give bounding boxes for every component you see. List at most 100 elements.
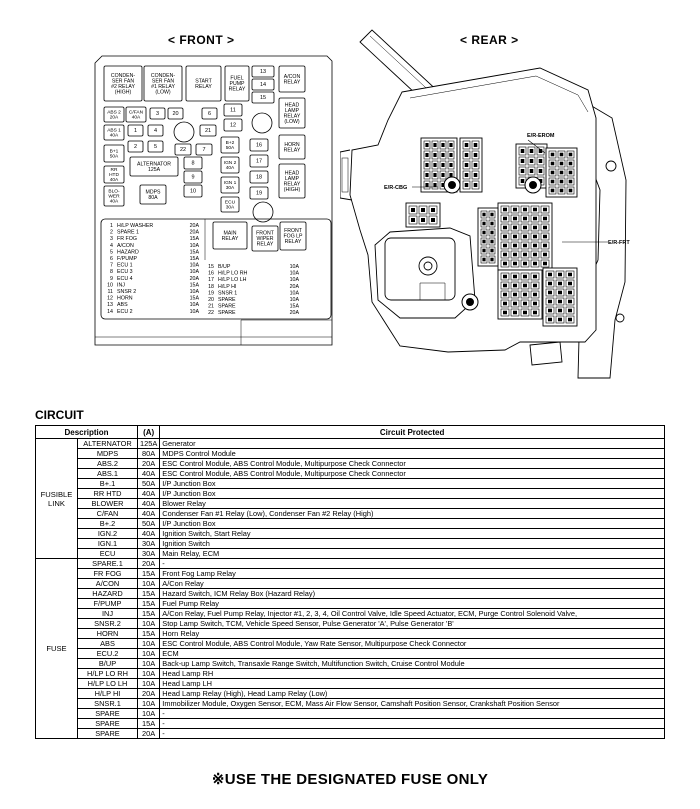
relay-horn-label: RELAY [284,147,301,153]
fuse-amperage: 15A [136,628,161,639]
fuse-description: ECU [77,548,138,559]
link-ign1-label: 30A [226,185,235,191]
link-mdps-label: MDPS [146,189,162,195]
fuse-amperage: 10A [136,618,161,629]
circuit-protected: Fuel Pump Relay [159,598,665,609]
fuse-slot-20-label: 20 [172,111,178,117]
fuse-amperage: 20A [136,728,161,739]
fuse-name: H/LP WASHER [117,223,153,229]
fuse-amperage: 10A [136,578,161,589]
relay-condenser-fan-1: CONDEN-SER FAN#1 RELAY(LOW) [143,65,183,102]
link-abs1-label: ABS 1 [107,127,121,133]
circuit-protected: Head Lamp Relay (High), Head Lamp Relay … [159,688,665,699]
fuse-slot-3: 3 [149,107,166,120]
relay-condenser-fan-2-label: CONDEN- [111,73,135,79]
fuse-description: ALTERNATOR [77,438,138,449]
fuse-slot-22: 22 [174,143,192,156]
fuse-description: MDPS [77,448,138,459]
fuse-amperage: 15A [136,608,161,619]
circuit-protected: ESC Control Module, ABS Control Module, … [159,458,665,469]
fuse-slot-12-label: 12 [230,123,236,129]
fuse-slot-14-label: 14 [260,82,266,88]
fuse-amperage: 50A [136,478,161,489]
fuse-amperage: 40A [136,488,161,499]
label-efrt: E/R-FRT [608,240,630,246]
link-b1-label: B+1 [110,148,119,154]
fuse-amperage: 15A [136,568,161,579]
fuse-amperage: 40A [136,498,161,509]
fuse-slot-17-label: 17 [256,159,262,165]
fuse-slot-6: 6 [201,107,218,120]
fuse-slot-7: 7 [195,143,213,156]
link-rr-htd-label: HTD [109,172,119,178]
fuse-description: C/FAN [77,508,138,519]
fuse-slot-3-label: 3 [156,111,159,117]
fuse-amperage: 10A [136,668,161,679]
link-b2-label: 50A [226,145,235,151]
circuit-protected: Main Relay, ECM [159,548,665,559]
fuse-description: SPARE.1 [77,558,138,569]
fuse-amperage: 40A [136,508,161,519]
group-name-line: FUSE [46,644,67,653]
fuse-name: SPARE 1 [117,230,139,236]
bolt-hole [251,112,273,134]
circuit-table: Description (A) Circuit Protected FUSIBL… [35,425,665,739]
fuse-slot-8: 8 [183,156,203,170]
link-blower-label: BLO- [108,188,120,194]
rear-fuse-box-drawing: E/R-EROM E/R-CBG E/R-FRT [340,29,630,379]
fuse-amp: 10A [190,243,200,249]
fuse-description: HAZARD [77,588,138,599]
link-rr-htd-label: 40A [110,177,119,183]
fuse-slot-11: 11 [223,103,243,117]
front-box-outline [94,55,333,346]
relay-condenser-fan-2-label: #2 RELAY [111,84,135,90]
fuse-amp: 10A [190,309,200,315]
fuse-slot-22-label: 22 [180,147,186,153]
relay-front-fog-label: RELAY [285,239,302,245]
group-name-line: FUSIBLE [40,489,73,499]
fuse-slot-7-label: 7 [202,147,205,153]
relay-condenser-fan-2-label: SER FAN [112,78,134,84]
fuse-amp: 10A [290,271,300,277]
fuse-description: ECU.2 [77,648,138,659]
fuse-slot-2-label: 2 [134,144,137,150]
circuit-protected: Front Fog Lamp Relay [159,568,665,579]
fuse-name: SPARE [218,297,236,303]
circuit-protected: Hazard Switch, ICM Relay Box (Hazard Rel… [159,588,665,599]
fuse-name: A/CON [117,243,134,249]
fuse-number: 21 [208,304,214,310]
relay-start-label: RELAY [195,84,212,90]
link-mdps-label: 80A [148,195,158,201]
connector-left-small [405,202,441,228]
fuse-slot-21-label: 21 [205,128,211,134]
label-ecbg: E/R-CBG [384,185,407,191]
header-description: Description [35,425,138,439]
fuse-amperage: 30A [136,538,161,549]
fuse-description: BLOWER [77,498,138,509]
fuse-number: 3 [110,236,113,242]
relay-acon-label: A/CON [284,74,301,80]
relay-front-wiper-label: RELAY [257,242,274,248]
circuit-protected: Back-up Lamp Switch, Transaxle Range Swi… [159,658,665,669]
fuse-name: H/LP LO LH [218,277,247,283]
fuse-name: SNSR 1 [218,290,237,296]
link-ign2-label: 40A [226,165,235,171]
connector-ecbg-right [459,137,483,193]
fuse-slot-5: 5 [147,140,164,153]
